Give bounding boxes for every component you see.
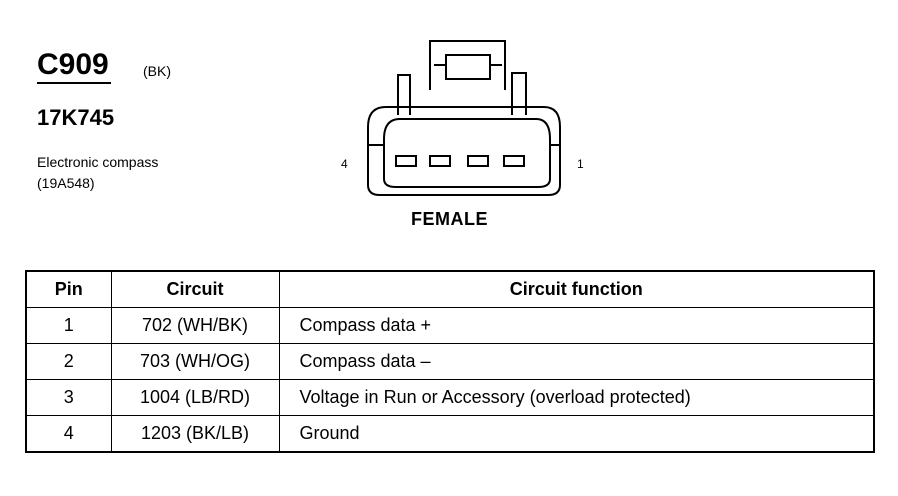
connector-face-diagram xyxy=(367,40,561,196)
row-pin: 3 xyxy=(25,379,112,416)
row-circuit: 1004 (LB/RD) xyxy=(110,379,280,416)
part-number: 17K745 xyxy=(37,105,115,130)
row-circuit: 702 (WH/BK) xyxy=(110,307,280,344)
connector-color-code: (BK) xyxy=(143,63,171,79)
table-row: 4 1203 (BK/LB) Ground xyxy=(25,415,875,453)
row-circuit-function: Compass data – xyxy=(278,343,875,380)
table-row: 2 703 (WH/OG) Compass data – xyxy=(25,343,875,380)
connector-cavity-pin-3 xyxy=(429,155,451,167)
connector-left-post xyxy=(397,74,411,115)
header-pin: Pin xyxy=(25,270,112,308)
connector-cavity-pin-4 xyxy=(395,155,417,167)
table-row: 3 1004 (LB/RD) Voltage in Run or Accesso… xyxy=(25,379,875,416)
pin-label-left: 4 xyxy=(341,157,348,171)
connector-lock-tab xyxy=(429,40,506,90)
row-circuit-function: Voltage in Run or Accessory (overload pr… xyxy=(278,379,875,416)
row-circuit-function: Ground xyxy=(278,415,875,453)
row-circuit: 1203 (BK/LB) xyxy=(110,415,280,453)
connector-cavity-pin-2 xyxy=(467,155,489,167)
connector-cavity-pin-1 xyxy=(503,155,525,167)
connector-housing-inner xyxy=(383,118,551,188)
pinout-table: Pin Circuit Circuit function 1 702 (WH/B… xyxy=(25,270,875,453)
row-pin: 2 xyxy=(25,343,112,380)
component-part-ref: (19A548) xyxy=(37,175,95,191)
connector-id: C909 xyxy=(37,48,111,84)
connector-gender: FEMALE xyxy=(411,209,488,229)
connector-right-post xyxy=(511,72,527,115)
connector-housing-outer xyxy=(367,106,561,196)
pinout-header-row: Pin Circuit Circuit function xyxy=(25,270,875,308)
header-circuit-function: Circuit function xyxy=(278,270,875,308)
header-circuit: Circuit xyxy=(110,270,280,308)
pin-label-right: 1 xyxy=(577,157,584,171)
component-name: Electronic compass xyxy=(37,154,159,170)
row-pin: 1 xyxy=(25,307,112,344)
row-pin: 4 xyxy=(25,415,112,453)
table-row: 1 702 (WH/BK) Compass data + xyxy=(25,307,875,344)
connector-latch xyxy=(445,54,491,80)
row-circuit-function: Compass data + xyxy=(278,307,875,344)
row-circuit: 703 (WH/OG) xyxy=(110,343,280,380)
component-description: Electronic compass (19A548) xyxy=(37,152,158,194)
